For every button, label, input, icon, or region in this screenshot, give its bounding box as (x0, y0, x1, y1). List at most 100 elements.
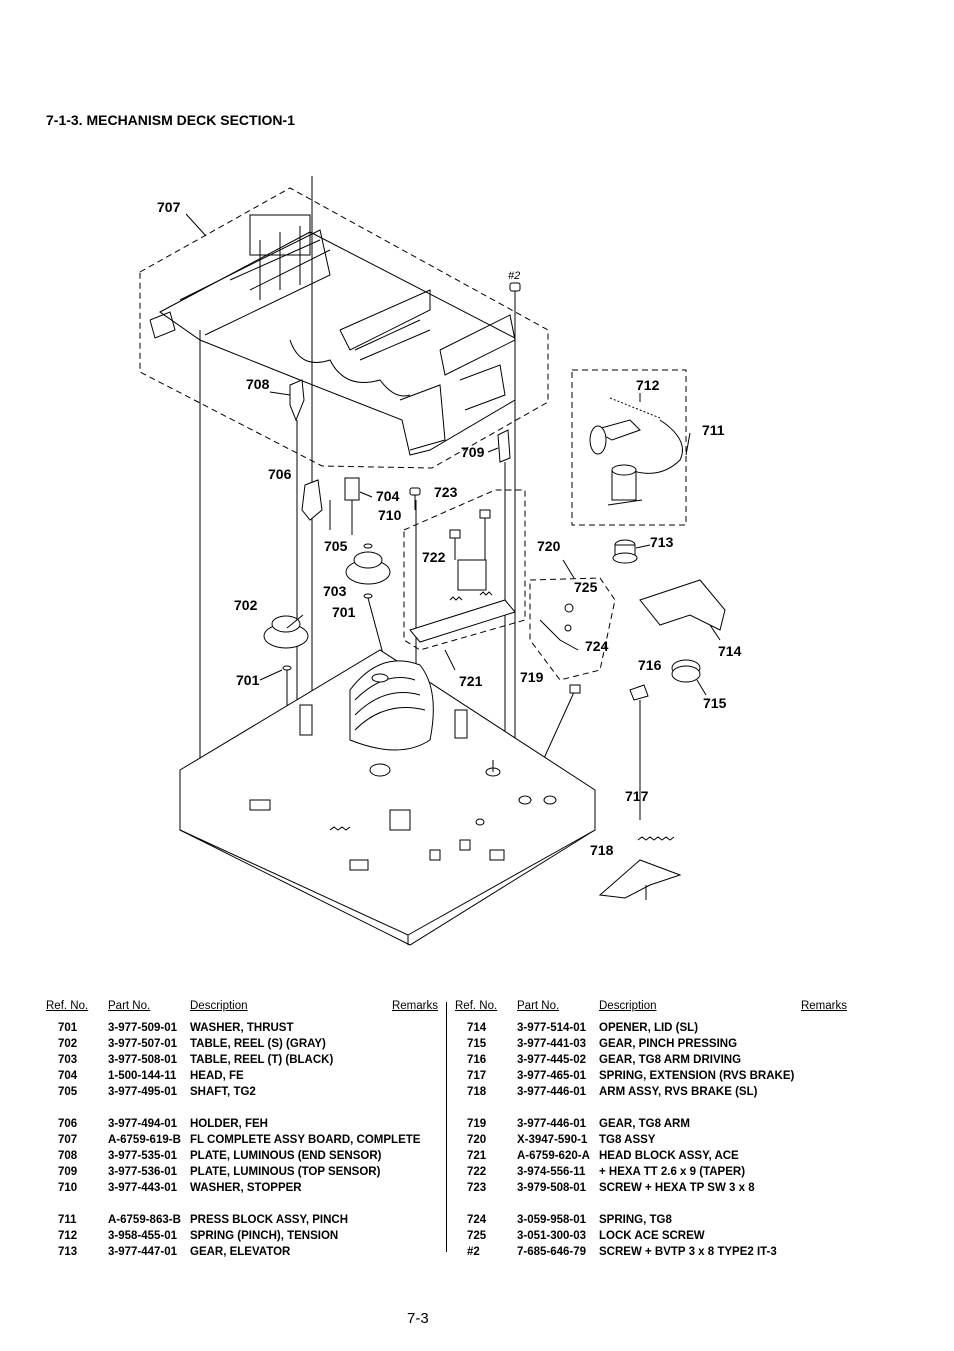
callout-703: 703 (323, 583, 347, 599)
table-row: 708 3-977-535-01 PLATE, LUMINOUS (END SENS… (46, 1148, 438, 1164)
row-desc: + HEXA TT 2.6 x 9 (TAPER) (599, 1166, 746, 1178)
callout-724: 724 (585, 638, 609, 654)
callout-719: 719 (520, 669, 544, 685)
head-block-group (403, 489, 526, 651)
row-ref: 711 (58, 1214, 77, 1226)
callout-712: 712 (636, 377, 660, 393)
row-ref: 707 (58, 1134, 78, 1146)
callout-708: 708 (246, 376, 270, 392)
callout-722: 722 (422, 549, 446, 565)
row-part: 3-051-300-03 (517, 1230, 587, 1242)
row-ref: 701 (58, 1022, 78, 1034)
row-part: A-6759-619-B (108, 1134, 181, 1146)
row-ref: 717 (467, 1070, 487, 1082)
table-row: 711 A-6759-863-B PRESS BLOCK ASSY, PINCH (46, 1212, 438, 1228)
row-ref: #2 (467, 1246, 480, 1258)
row-ref: 704 (58, 1070, 78, 1082)
table-header: Ref. No. Part No. Description Remarks (455, 1000, 847, 1020)
header-description: Description (190, 1000, 248, 1012)
table-row: 705 3-977-495-01 SHAFT, TG2 (46, 1084, 438, 1100)
row-ref: 712 (58, 1230, 78, 1242)
row-part: 3-977-495-01 (108, 1086, 178, 1098)
row-desc: GEAR, TG8 ARM DRIVING (599, 1054, 742, 1066)
row-part: 3-977-535-01 (108, 1150, 178, 1162)
row-ref: 724 (467, 1214, 487, 1226)
callout-702: 702 (234, 597, 258, 613)
row-ref: 722 (467, 1166, 487, 1178)
callout-723: 723 (434, 484, 458, 500)
row-ref: 713 (58, 1246, 78, 1258)
parts-table-right: Ref. No. Part No. Description Remarks 71… (455, 1000, 847, 1260)
row-ref: 709 (58, 1166, 78, 1178)
row-desc: WASHER, STOPPER (190, 1182, 302, 1194)
exploded-view-diagram: 707 #2 708 712 711 709 706 704 723 710 7… (139, 176, 742, 946)
row-part: 3-977-494-01 (108, 1118, 178, 1130)
reel-table-t (345, 543, 391, 599)
row-desc: SHAFT, TG2 (190, 1086, 256, 1098)
row-ref: 702 (58, 1038, 78, 1050)
callout-718: 718 (590, 842, 614, 858)
row-desc: TG8 ASSY (599, 1134, 656, 1146)
row-part: 3-974-556-11 (517, 1166, 586, 1178)
row-ref: 725 (467, 1230, 487, 1242)
callout-701a: 701 (332, 604, 356, 620)
row-part: A-6759-620-A (517, 1150, 590, 1162)
row-ref: 719 (467, 1118, 487, 1130)
callout-714: 714 (718, 643, 742, 659)
row-ref: 723 (467, 1182, 487, 1194)
row-desc: TABLE, REEL (T) (BLACK) (190, 1054, 334, 1066)
table-row: 709 3-977-536-01 PLATE, LUMINOUS (TOP SENS… (46, 1164, 438, 1180)
row-part: A-6759-863-B (108, 1214, 181, 1226)
row-desc: PLATE, LUMINOUS (TOP SENSOR) (190, 1166, 381, 1178)
row-ref: 721 (467, 1150, 487, 1162)
row-desc: PLATE, LUMINOUS (END SENSOR) (190, 1150, 382, 1162)
table-row: 710 3-977-443-01 WASHER, STOPPER (46, 1180, 438, 1196)
row-part: 3-977-507-01 (108, 1038, 178, 1050)
row-desc: HEAD, FE (190, 1070, 244, 1082)
row-part: 3-977-514-01 (517, 1022, 587, 1034)
callout-2: #2 (508, 270, 520, 282)
row-ref: 705 (58, 1086, 78, 1098)
row-desc: PRESS BLOCK ASSY, PINCH (190, 1214, 349, 1226)
callout-701b: 701 (236, 672, 260, 688)
callout-705: 705 (324, 538, 348, 554)
table-row: 713 3-977-447-01 GEAR, ELEVATOR (46, 1244, 438, 1260)
callout-713: 713 (650, 534, 674, 550)
row-ref: 706 (58, 1118, 78, 1130)
row-desc: ARM ASSY, RVS BRAKE (SL) (599, 1086, 758, 1098)
row-part: 3-958-455-01 (108, 1230, 178, 1242)
main-chassis (179, 649, 596, 946)
screw-2 (509, 282, 521, 305)
row-ref: 710 (58, 1182, 78, 1194)
row-ref: 708 (58, 1150, 78, 1162)
row-desc: HOLDER, FEH (190, 1118, 268, 1130)
header-remarks: Remarks (391, 1000, 438, 1012)
row-part: 3-977-445-02 (517, 1054, 587, 1066)
header-part-no: Part No. (108, 1000, 151, 1012)
table-header: Ref. No. Part No. Description Remarks (46, 1000, 438, 1020)
callout-715: 715 (703, 695, 727, 711)
row-part: 3-977-446-01 (517, 1118, 587, 1130)
callout-720: 720 (537, 538, 561, 554)
row-part: 3-977-536-01 (108, 1166, 178, 1178)
row-part: 3-977-443-01 (108, 1182, 178, 1194)
row-part: 7-685-646-79 (517, 1246, 587, 1258)
row-part: 1-500-144-11 (108, 1070, 177, 1082)
row-part: 3-977-509-01 (108, 1022, 178, 1034)
row-part: 3-977-508-01 (108, 1054, 178, 1066)
callout-721: 721 (459, 673, 483, 689)
row-desc: SPRING, EXTENSION (RVS BRAKE) (599, 1070, 795, 1082)
row-desc: GEAR, ELEVATOR (190, 1246, 291, 1258)
row-part: 3-977-447-01 (108, 1246, 178, 1258)
row-part: 3-979-508-01 (517, 1182, 587, 1194)
